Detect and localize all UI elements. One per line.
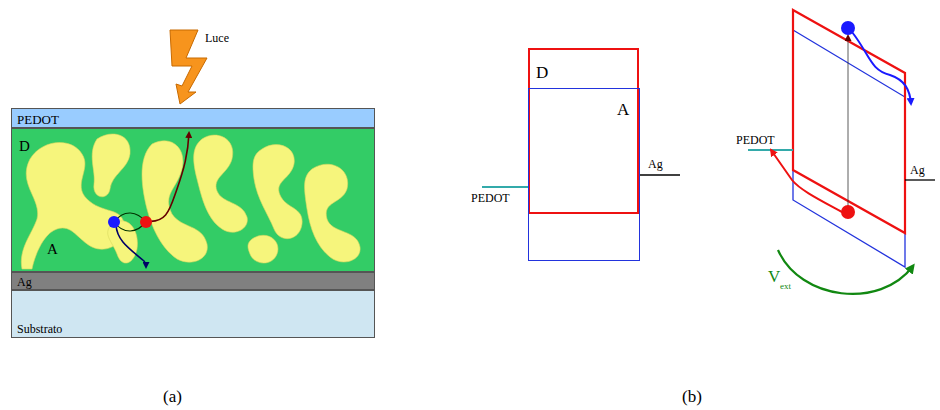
layer-label: D [19, 139, 30, 154]
electrode-label: Ag [910, 164, 925, 176]
acceptor-level-box: A [528, 88, 640, 261]
voltage-subscript: ext [780, 282, 791, 291]
voltage-label: V [768, 268, 780, 285]
substrate-layer: Substrato [11, 290, 375, 338]
layer-label: PEDOT [17, 113, 59, 126]
acceptor-domains [12, 129, 374, 271]
layer-label: Ag [17, 276, 32, 288]
layer-label: A [47, 242, 58, 257]
layer-label: D [536, 64, 548, 81]
electrode-label: PEDOT [736, 134, 775, 146]
electrode-label: Ag [648, 158, 663, 170]
ag-electrode: Ag [11, 272, 375, 290]
active-layer: DA [11, 128, 375, 272]
pedot-layer: PEDOT [11, 108, 375, 128]
light-label: Luce [205, 32, 229, 44]
layer-label: Substrato [17, 323, 62, 335]
layer-label: A [617, 101, 629, 118]
electrode-label: PEDOT [471, 192, 510, 204]
donor-level-box: D [528, 48, 639, 214]
panel-letter: (a) [163, 388, 182, 405]
panel-letter: (b) [682, 388, 702, 405]
